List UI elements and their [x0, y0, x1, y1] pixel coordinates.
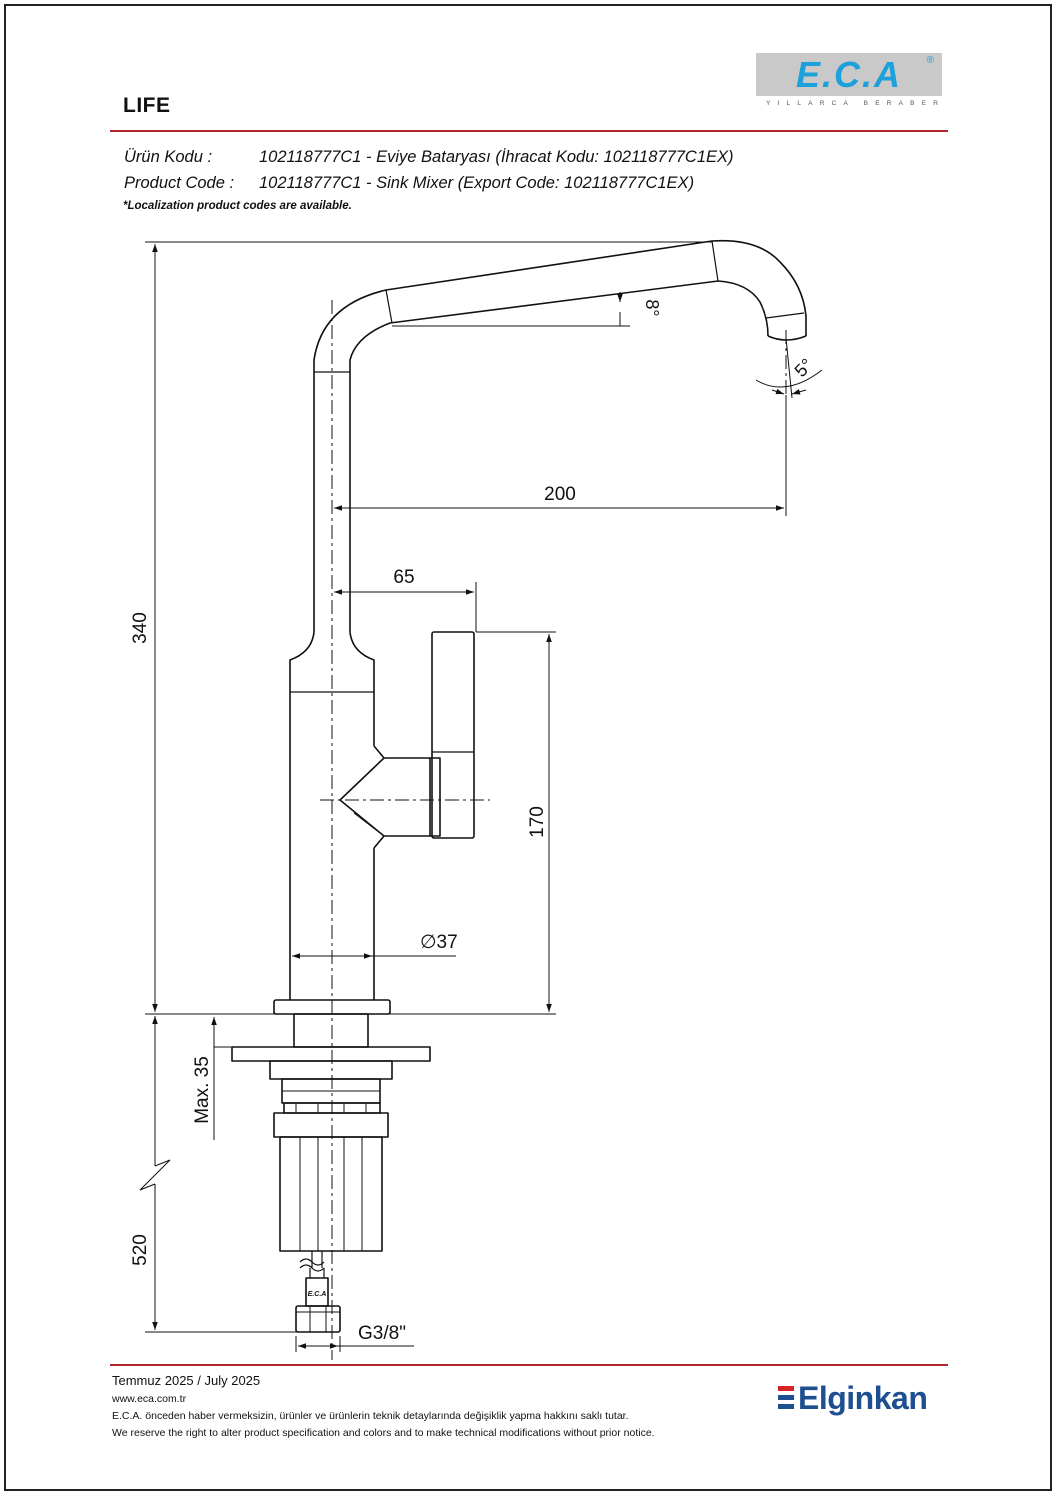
- elginkan-logo-text: Elginkan: [798, 1380, 928, 1416]
- spout-outer: [313, 239, 807, 372]
- page-border: [4, 4, 1052, 1491]
- footer-divider: [110, 1364, 948, 1366]
- product-code-tr-value: 102118777C1 - Eviye Bataryası (İhracat K…: [259, 148, 734, 166]
- spout-inner: [349, 280, 769, 372]
- localization-note: *Localization product codes are availabl…: [123, 200, 352, 212]
- product-code-en-value: 102118777C1 - Sink Mixer (Export Code: 1…: [259, 174, 695, 192]
- dim-handle-offset: 65: [393, 567, 414, 588]
- dim-mount-depth: Max. 35: [192, 1056, 213, 1124]
- center-lines: [320, 300, 787, 1360]
- faucet-outline: [231, 239, 807, 1333]
- flexible-hoses: [299, 1251, 325, 1272]
- eca-logo: E.C.A ®: [756, 53, 942, 96]
- mounting-shank: [279, 1136, 383, 1252]
- fixing-nut: [273, 1112, 389, 1138]
- dim-outlet-angle: 5°: [791, 355, 817, 381]
- handle-cone: [339, 745, 430, 849]
- product-code-tr-label: Ürün Kodu :: [124, 148, 213, 166]
- registered-mark: ®: [926, 55, 934, 66]
- lever-handle: [431, 631, 475, 839]
- dim-connection: G3/8": [358, 1323, 406, 1344]
- dim-total-height: 340: [130, 612, 151, 644]
- hose-marking: E.C.A: [308, 1291, 327, 1298]
- mounting-plate: [231, 1046, 431, 1062]
- neck-taper: [289, 631, 375, 692]
- connection-nut: [295, 1305, 341, 1333]
- dim-body-diameter: ∅37: [420, 932, 458, 953]
- footer-disclaimer-en: We reserve the right to alter product sp…: [112, 1427, 655, 1439]
- footer-disclaimer-tr: E.C.A. önceden haber vermeksizin, ürünle…: [112, 1410, 629, 1422]
- dim-body-height: 170: [527, 806, 548, 838]
- dim-spout-angle: 8°: [642, 299, 662, 316]
- series-title: LIFE: [123, 94, 171, 117]
- spout-tip: [767, 335, 807, 341]
- dim-hose-length: 520: [130, 1234, 151, 1266]
- product-code-en-label: Product Code :: [124, 174, 235, 192]
- dim-spout-reach: 200: [544, 484, 576, 505]
- eca-logo-text: E.C.A: [795, 54, 902, 95]
- header-divider: [110, 130, 948, 132]
- elginkan-logo-icon: [778, 1384, 794, 1412]
- dimension-lines: [139, 241, 823, 1352]
- eca-tagline: YILLARCA BERABER: [766, 100, 946, 107]
- footer-website: www.eca.com.tr: [112, 1393, 187, 1405]
- footer-date: Temmuz 2025 / July 2025: [112, 1373, 261, 1388]
